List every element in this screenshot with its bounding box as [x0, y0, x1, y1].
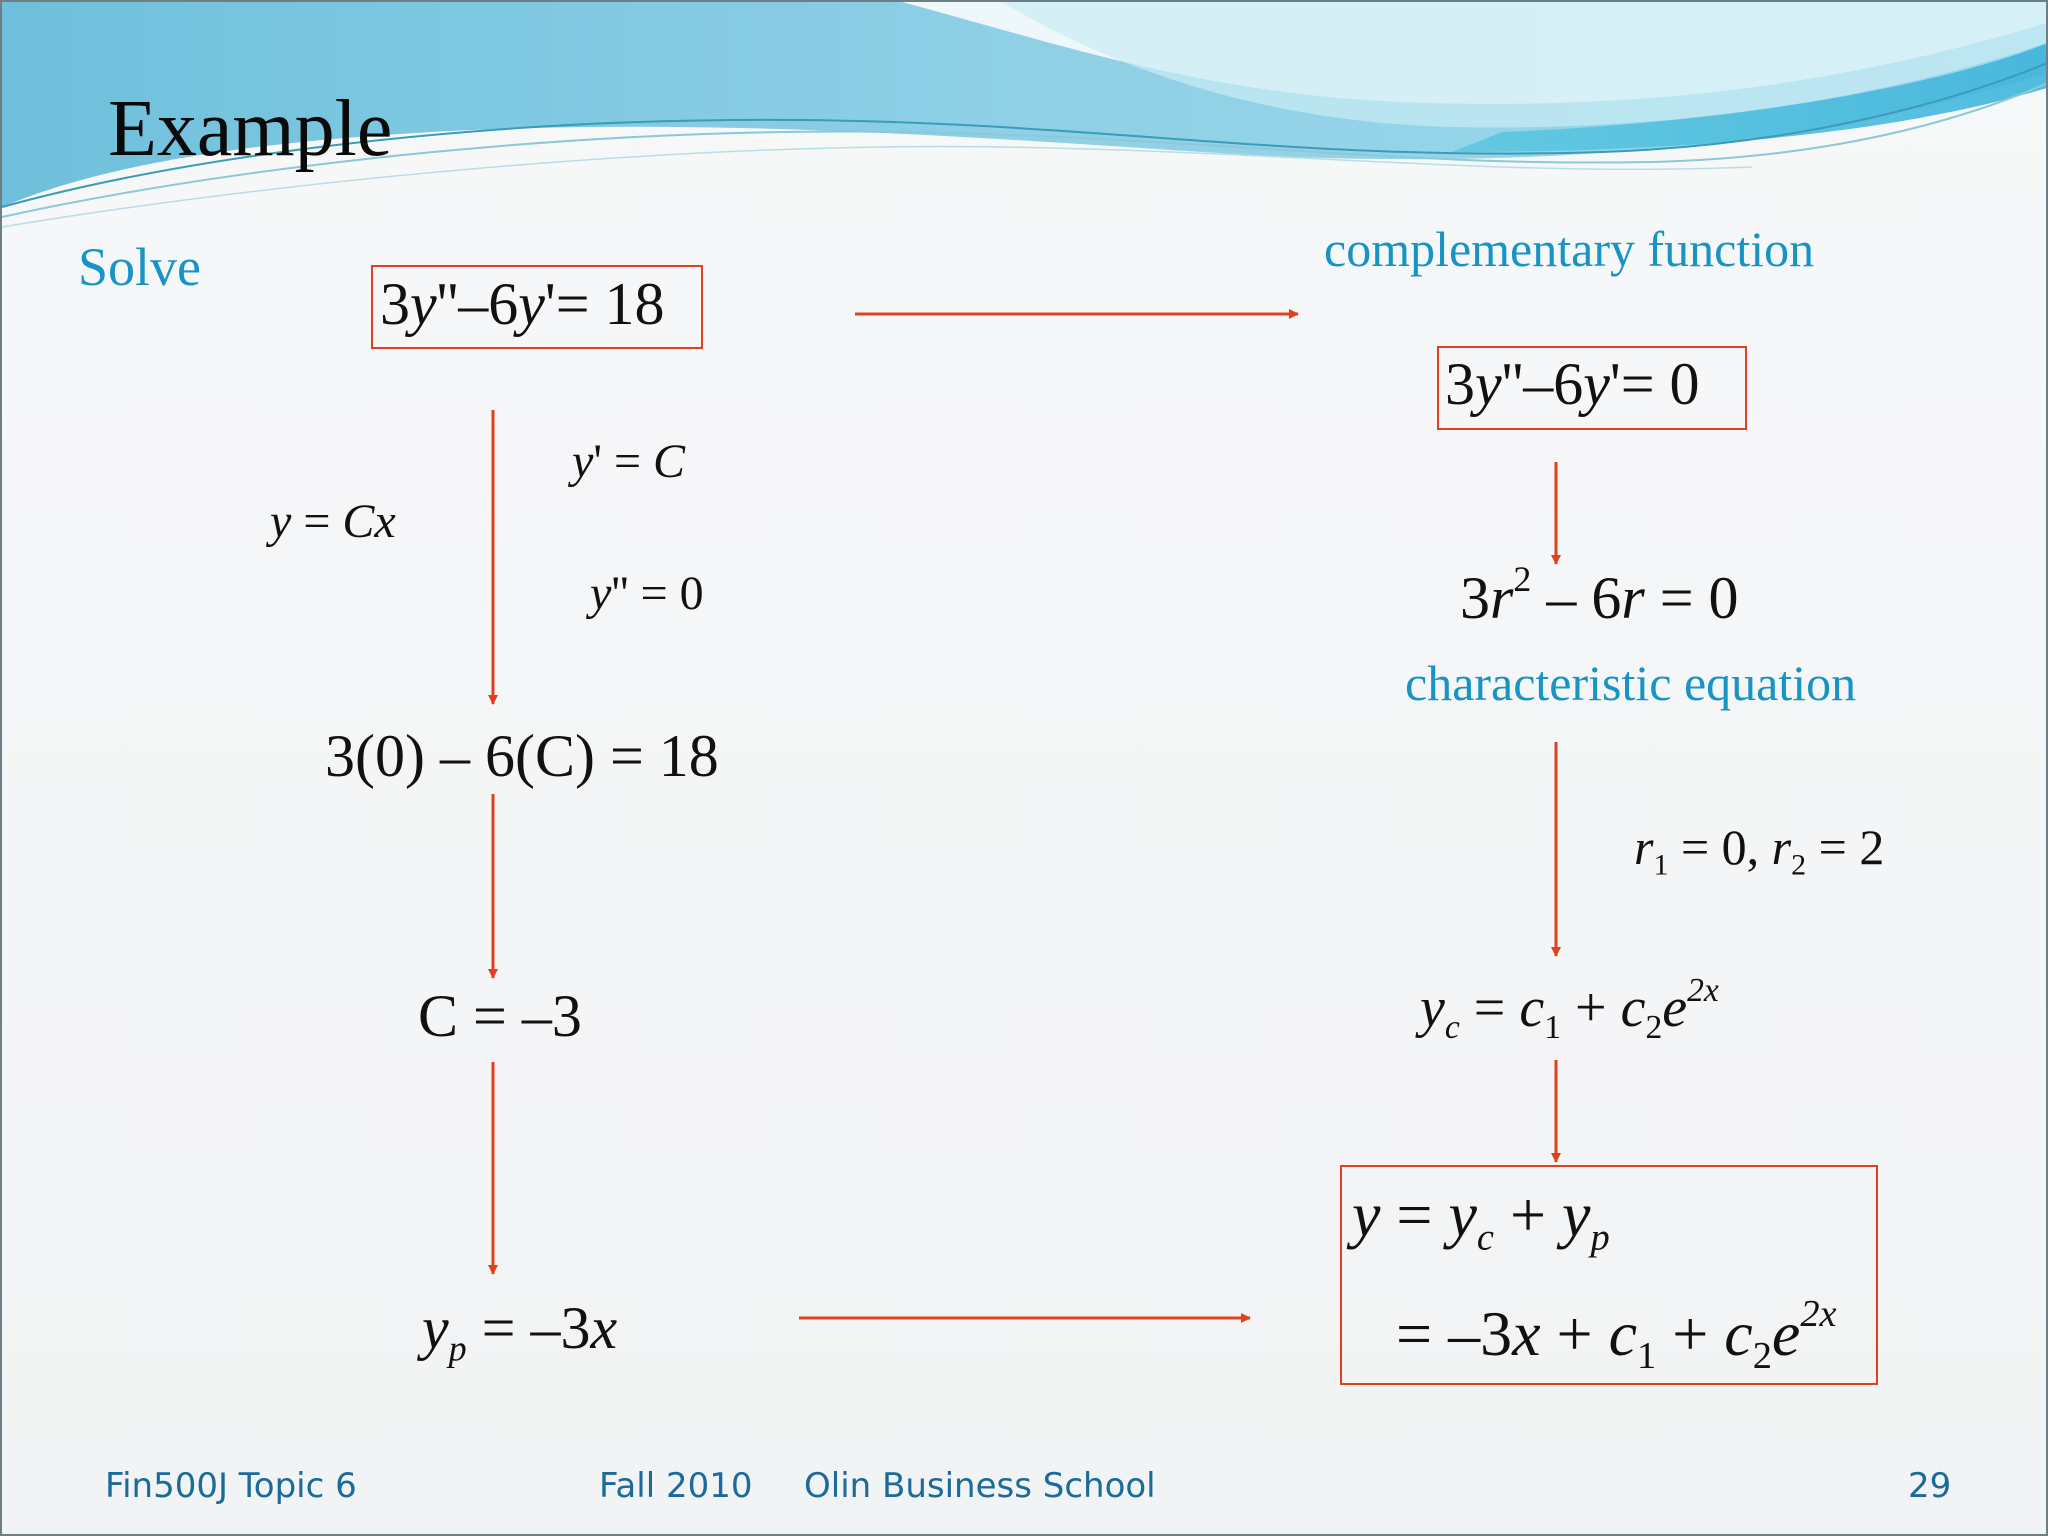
- particular-solution: yp = –3x: [422, 1295, 618, 1369]
- original-equation: 3y''–6y'= 18: [380, 271, 665, 337]
- original-equation-box: [371, 265, 703, 349]
- characteristic-equation: 3r2 – 6r = 0: [1460, 559, 1739, 631]
- complementary-function-label: complementary function: [1324, 221, 1815, 277]
- slide-title: Example: [108, 85, 393, 173]
- general-solution-line1: y = yc + yp: [1352, 1179, 1610, 1259]
- footer-school: Olin Business School: [804, 1466, 1156, 1506]
- characteristic-equation-label: characteristic equation: [1405, 655, 1857, 711]
- trial-solution: y = Cx: [270, 495, 396, 548]
- header-wave-decoration: [2, 2, 2046, 228]
- solve-label: Solve: [78, 237, 202, 297]
- homogeneous-equation: 3y''–6y'= 0: [1445, 351, 1700, 417]
- complementary-solution: yc = c1 + c2e2x: [1420, 972, 1719, 1046]
- roots: r1 = 0, r2 = 2: [1634, 819, 1885, 882]
- footer-term: Fall 2010: [599, 1466, 753, 1506]
- general-solution-line2: = –3x + c1 + c2e2x: [1396, 1293, 1837, 1378]
- substituted-equation: 3(0) – 6(C) = 18: [325, 723, 719, 789]
- c-value: C = –3: [418, 983, 582, 1049]
- general-solution-box: [1340, 1165, 1878, 1385]
- second-derivative: y'' = 0: [590, 567, 704, 620]
- first-derivative: y' = C: [572, 435, 686, 488]
- footer-page-number: 29: [1908, 1466, 1952, 1506]
- footer-course: Fin500J Topic 6: [105, 1466, 357, 1506]
- homogeneous-equation-box: [1437, 346, 1747, 430]
